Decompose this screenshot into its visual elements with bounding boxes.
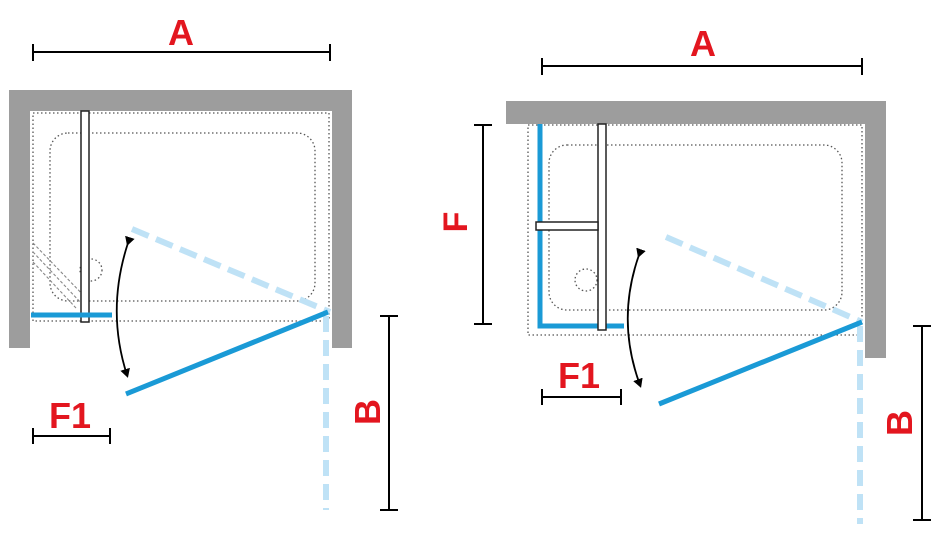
left-dimension-a: A bbox=[32, 12, 331, 61]
right-dimension-b: B bbox=[879, 325, 931, 521]
right-f-label: F bbox=[437, 212, 475, 233]
left-b-label: B bbox=[347, 399, 388, 425]
right-tub-inner bbox=[548, 144, 843, 311]
left-dimension-b: B bbox=[347, 315, 398, 511]
right-width-label: A bbox=[690, 23, 716, 64]
left-tray-outline bbox=[32, 112, 330, 322]
left-tub-inner bbox=[49, 132, 316, 302]
left-swing-arrow bbox=[115, 235, 135, 378]
right-dimension-f1: F1 bbox=[541, 355, 622, 405]
left-diagram: A F1 bbox=[9, 12, 398, 511]
right-drain-icon bbox=[574, 268, 598, 292]
right-f1-label: F1 bbox=[558, 355, 600, 396]
left-width-label: A bbox=[168, 12, 194, 53]
right-swing-arrow bbox=[626, 247, 646, 388]
right-dimension-f: F bbox=[437, 124, 492, 325]
right-diagram: A F F1 bbox=[437, 23, 931, 524]
left-swing-open bbox=[130, 226, 332, 315]
right-b-label: B bbox=[879, 410, 920, 436]
left-walls bbox=[9, 90, 352, 348]
right-vertical-panel bbox=[597, 123, 607, 331]
left-f1-label: F1 bbox=[49, 395, 91, 436]
left-dimension-f1: F1 bbox=[32, 395, 111, 444]
right-support-bar bbox=[535, 221, 599, 231]
left-drain-icon bbox=[79, 258, 103, 282]
left-ghost-panel bbox=[32, 242, 89, 309]
right-door-glass bbox=[658, 319, 863, 407]
right-side-glass bbox=[537, 124, 624, 329]
left-vertical-panel bbox=[80, 110, 90, 323]
right-swing-open bbox=[664, 234, 864, 325]
left-door-glass bbox=[125, 309, 329, 397]
right-dimension-a: A bbox=[541, 23, 863, 75]
